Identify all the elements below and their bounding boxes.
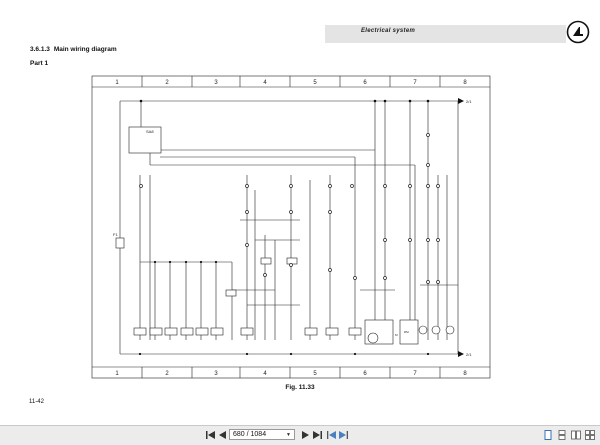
back-icon [326,431,336,439]
viewer-toolbar: 680 / 1084 ▼ [0,425,600,445]
figure-caption: Fig. 11.33 [285,384,315,391]
forward-icon [338,431,348,439]
section-title: Main wiring diagram [53,46,117,53]
section-number: 3.6.1.3 [30,46,50,53]
chevron-down-icon: ▼ [286,431,291,438]
header-section-name: Electrical system [361,28,416,34]
first-page-button[interactable] [204,429,216,441]
next-page-button[interactable] [299,429,311,441]
page-number: 11-42 [29,399,44,405]
forward-button[interactable] [337,429,349,441]
continuous-facing-view-icon [585,430,595,440]
page-indicator-text: 680 / 1084 [233,431,267,438]
continuous-view-button[interactable] [556,429,568,441]
continuous-view-icon [558,430,566,440]
page-number-select[interactable]: 680 / 1084 ▼ [229,429,295,440]
previous-page-icon [218,431,226,439]
brand-logo-icon [566,20,590,44]
facing-pages-view-icon [571,430,581,440]
header-band [325,25,566,43]
svg-text:M: M [395,333,398,337]
continuous-facing-view-button[interactable] [584,429,596,441]
back-button[interactable] [325,429,337,441]
single-page-view-button[interactable] [542,429,554,441]
document-page: Electrical system 3.6.1.3 Main wiring di… [29,20,590,405]
part-label: Part 1 [30,60,49,67]
svg-text:DM: DM [404,330,409,334]
section-heading: 3.6.1.3 Main wiring diagram [30,46,117,53]
facing-pages-view-button[interactable] [570,429,582,441]
first-page-icon [205,431,215,439]
last-page-button[interactable] [311,429,323,441]
last-page-icon [312,431,322,439]
single-page-view-icon [544,430,552,440]
next-page-icon [301,431,309,439]
previous-page-button[interactable] [216,429,228,441]
wiring-diagram: M DM [91,75,491,379]
